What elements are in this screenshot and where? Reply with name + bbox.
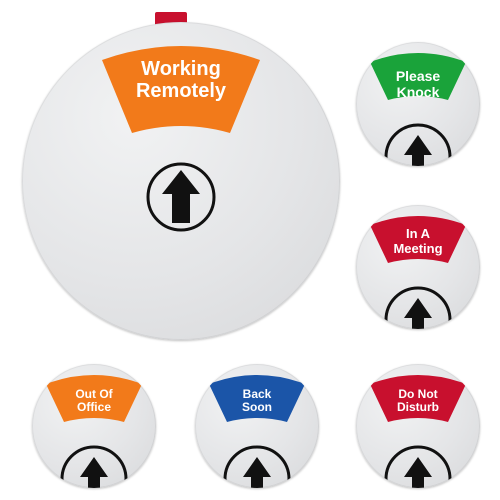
- sign-face: [46, 375, 142, 488]
- sign-face: [102, 46, 260, 232]
- status-window: [46, 375, 142, 422]
- arrow-up-icon: [223, 445, 291, 488]
- status-label: Do Not Disturb: [397, 387, 439, 415]
- status-window: [370, 375, 466, 422]
- status-window: [209, 375, 305, 422]
- arrow-up-icon: [146, 162, 216, 232]
- status-label: Working Remotely: [135, 58, 227, 103]
- sign-do-not-disturb: Do Not Disturb: [356, 364, 480, 488]
- status-window: [102, 46, 260, 133]
- sign-face: [370, 375, 466, 488]
- sign-face: [370, 53, 466, 166]
- arrow-up-icon: [60, 445, 128, 488]
- status-label: Back Soon: [242, 387, 272, 415]
- sign-in-a-meeting: In A Meeting: [356, 205, 480, 329]
- status-label: Please Knock: [395, 68, 441, 100]
- status-label: In A Meeting: [393, 226, 443, 256]
- sign-face: [209, 375, 305, 488]
- status-window: [370, 53, 466, 100]
- sign-working-remotely: Working Remotely: [22, 22, 340, 340]
- sign-back-soon: Back Soon: [195, 364, 319, 488]
- status-label: Out Of Office: [75, 387, 113, 415]
- arrow-up-icon: [384, 286, 452, 329]
- status-window: [370, 216, 466, 263]
- arrow-up-icon: [384, 445, 452, 488]
- sign-face: [370, 216, 466, 329]
- sign-out-of-office: Out Of Office: [32, 364, 156, 488]
- sign-please-knock: Please Knock: [356, 42, 480, 166]
- arrow-up-icon: [384, 123, 452, 166]
